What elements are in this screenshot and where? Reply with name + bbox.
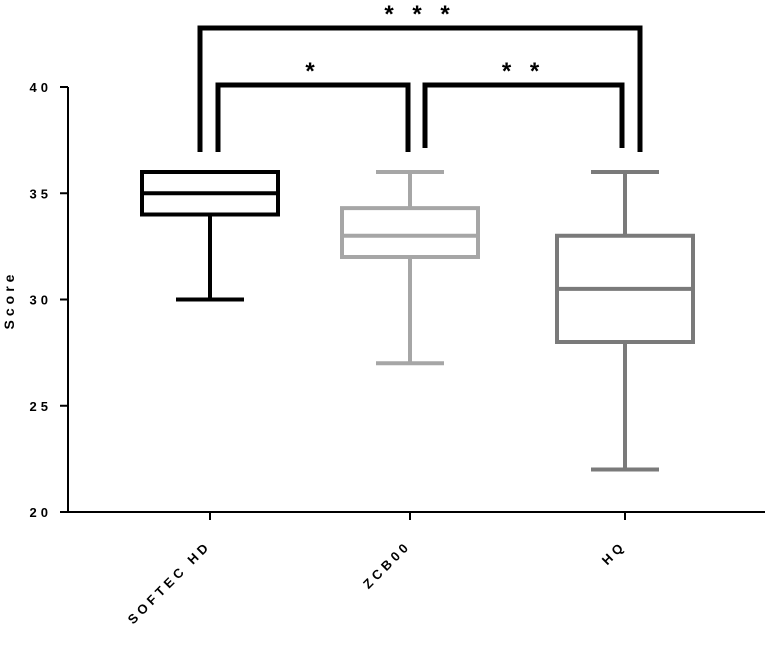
significance-bracket: * * * bbox=[197, 1, 643, 152]
box-3 bbox=[555, 170, 695, 472]
x-tick-label: ZCB00 bbox=[360, 538, 414, 592]
y-axis-title: Score bbox=[1, 271, 17, 330]
box-1 bbox=[140, 170, 280, 302]
significance-bracket: * bbox=[215, 58, 411, 152]
x-tick-label: SOFTEC HD bbox=[125, 538, 214, 627]
significance-label: * * bbox=[502, 58, 545, 85]
y-tick-label: 30 bbox=[30, 293, 52, 308]
significance-bracket: * * bbox=[422, 58, 625, 148]
bracket-line bbox=[422, 82, 625, 148]
significance-brackets: * * * * * * bbox=[197, 1, 643, 152]
y-tick-label: 25 bbox=[30, 399, 52, 414]
significance-label: * * * bbox=[384, 1, 455, 28]
bracket-line bbox=[197, 25, 643, 152]
iqr-box bbox=[340, 206, 480, 259]
y-tick-label: 20 bbox=[30, 505, 52, 520]
significance-label: * bbox=[305, 58, 320, 85]
y-tick-label: 40 bbox=[30, 80, 52, 95]
x-tick-labels: SOFTEC HD ZCB00 HQ bbox=[125, 538, 629, 627]
box-2 bbox=[340, 170, 480, 366]
y-tick-label: 35 bbox=[30, 186, 52, 201]
bracket-line bbox=[215, 82, 411, 152]
y-ticks: 20 25 30 35 40 bbox=[30, 80, 626, 520]
x-tick-label: HQ bbox=[599, 538, 629, 568]
boxes bbox=[140, 170, 695, 472]
